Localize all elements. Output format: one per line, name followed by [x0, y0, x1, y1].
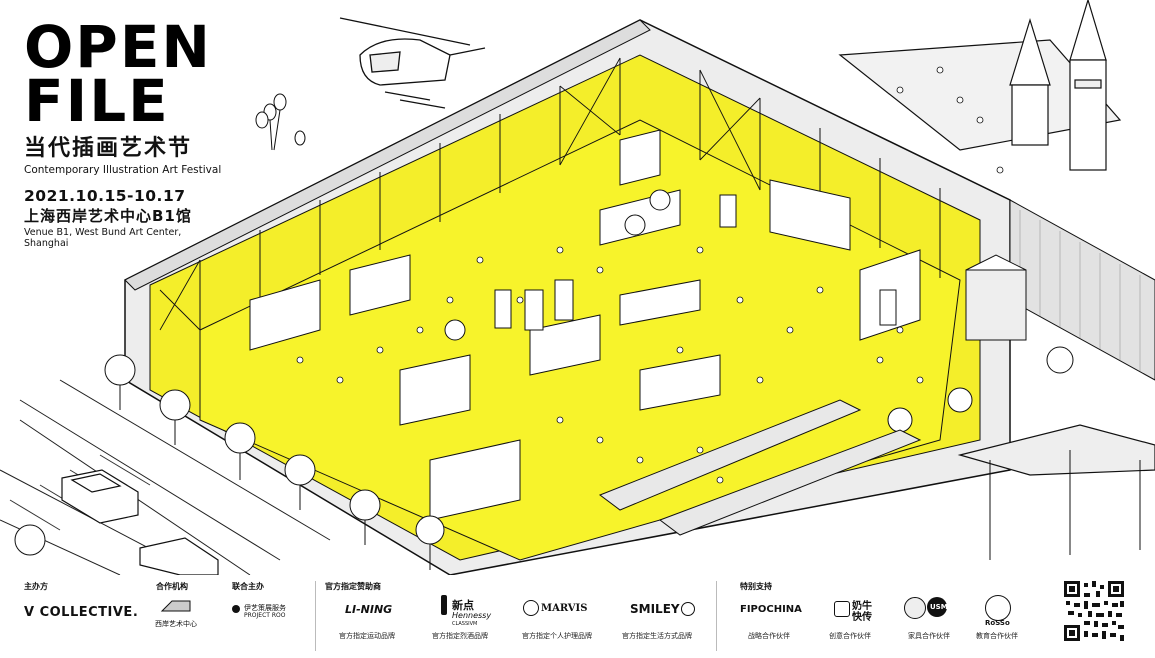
- fipochina-caption: 战略合作伙伴: [748, 632, 790, 640]
- divider: [315, 581, 316, 651]
- usm-caption: 家具合作伙伴: [908, 632, 950, 640]
- usm-logo: USM: [930, 603, 948, 611]
- hennessy-logo: Hennessy: [452, 611, 492, 620]
- vcollective-logo: V COLLECTIVE.: [24, 605, 139, 620]
- lining-caption: 官方指定运动品牌: [339, 632, 395, 640]
- west-bund-icon: [160, 600, 191, 612]
- title-block: OPEN FILE 当代插画艺术节 Contemporary Illustrat…: [24, 13, 224, 249]
- logo-file: FILE: [24, 67, 170, 135]
- qr-code-icon[interactable]: [1062, 579, 1126, 643]
- sponsor-footer: 主办方 V COLLECTIVE. 合作机构 西岸艺术中心 联合主办 伊艺策展服…: [0, 575, 1155, 658]
- west-bund-logo: 西岸艺术中心: [155, 620, 197, 628]
- project-roo-cn: 伊艺策展服务: [244, 604, 286, 612]
- co-organizer-label: 联合主办: [232, 582, 264, 591]
- smiley-icon: [681, 602, 695, 616]
- smiley-logo: SMILEY: [630, 602, 680, 616]
- partner-label: 合作机构: [156, 582, 188, 591]
- organizer-label: 主办方: [24, 582, 48, 591]
- hennessy-cn-logo: 新点: [452, 599, 474, 612]
- usm-sphere-icon: [904, 597, 926, 619]
- marvis-icon: [523, 600, 539, 616]
- naiyou-logo: 奶牛快传: [852, 601, 872, 623]
- smiley-caption: 官方指定生活方式品牌: [622, 632, 692, 640]
- logo-open: OPEN: [24, 13, 212, 81]
- project-roo-icon: [232, 605, 240, 613]
- isometric-venue-illustration: [0, 0, 1155, 575]
- rosso-icon: [985, 595, 1011, 621]
- festival-dates: 2021.10.15-10.17: [24, 187, 186, 205]
- special-support-label: 特别支持: [740, 582, 772, 591]
- marvis-caption: 官方指定个人护理品牌: [522, 632, 592, 640]
- rosso-logo: RoSSo: [985, 619, 1010, 627]
- hennessy-caption: 官方指定烈酒品牌: [432, 632, 488, 640]
- project-roo-en: PROJECT ROO: [244, 612, 286, 619]
- naiyou-caption: 创意合作伙伴: [829, 632, 871, 640]
- venue-cn: 上海西岸艺术中心B1馆: [24, 207, 192, 225]
- lining-logo: LI-NING: [345, 603, 393, 616]
- hennessy-sub: CLASSIVM: [452, 621, 478, 627]
- festival-title-en: Contemporary Illustration Art Festival: [24, 164, 222, 176]
- fipochina-logo: FIPOCHINA: [740, 604, 802, 615]
- official-sponsors-label: 官方指定赞助商: [325, 582, 381, 591]
- festival-title-cn: 当代插画艺术节: [24, 136, 193, 161]
- usm-badge-icon: [927, 597, 947, 617]
- venue-en: Venue B1, West Bund Art Center, Shanghai: [24, 227, 182, 249]
- rosso-caption: 教育合作伙伴: [976, 632, 1018, 640]
- naiyou-icon: [834, 601, 850, 617]
- bottle-icon: [441, 595, 447, 615]
- marvis-logo: MARVIS: [541, 603, 588, 614]
- divider: [716, 581, 717, 651]
